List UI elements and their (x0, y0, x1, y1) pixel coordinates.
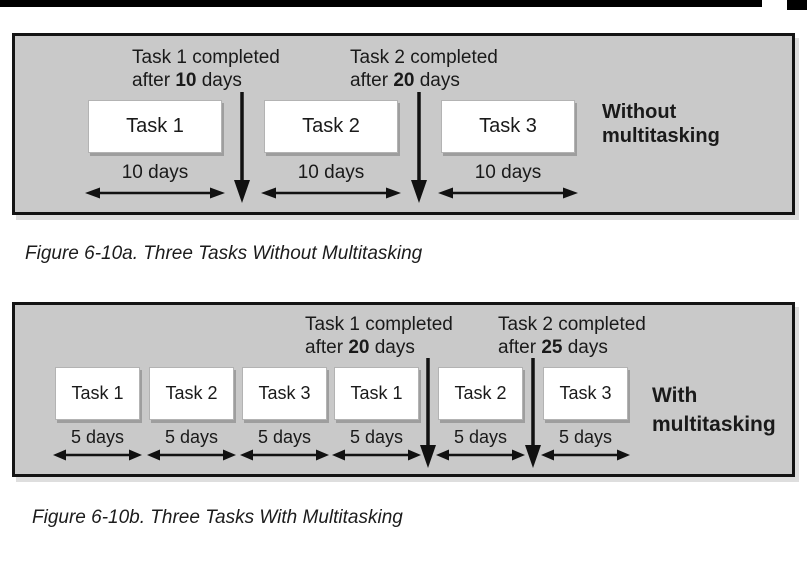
double-arrow-icon (438, 187, 578, 199)
annotation-line1: Task 2 completed (498, 314, 646, 335)
duration-label: 5 days (558, 427, 613, 447)
task-box: Task 3 (543, 367, 628, 420)
side-label-line2: multitasking (652, 413, 776, 436)
task-box: Task 2 (264, 100, 398, 153)
panel-side-label: With multitasking (652, 381, 776, 439)
side-label-line1: With (652, 384, 698, 407)
task-label: Task 1 (350, 383, 403, 403)
completion-days-value: 20 (393, 70, 415, 91)
task-label: Task 2 (454, 383, 507, 403)
without-multitasking-panel: Task 1 completed after 10 days Task 2 co… (12, 33, 795, 215)
task-label: Task 1 (126, 115, 184, 137)
duration-label: 10 days (474, 162, 542, 183)
double-arrow-icon (85, 187, 225, 199)
duration-label: 5 days (453, 427, 508, 447)
side-label-line2: multitasking (602, 125, 720, 147)
double-arrow-icon (261, 187, 401, 199)
task-box: Task 1 (55, 367, 140, 420)
scan-artifact-bar (0, 0, 762, 7)
annotation-line2-pre: after (498, 337, 542, 358)
annotation-line2-post: days (196, 70, 242, 91)
task-label: Task 2 (302, 115, 360, 137)
task-label: Task 3 (559, 383, 612, 403)
annotation-line1: Task 2 completed (350, 47, 498, 68)
double-arrow-icon (541, 449, 630, 461)
double-arrow-icon (240, 449, 329, 461)
annotation-line1: Task 1 completed (132, 47, 280, 68)
figure-caption-b: Figure 6-10b. Three Tasks With Multitask… (32, 507, 403, 528)
annotation-line2-post: days (369, 337, 415, 358)
double-arrow-icon (332, 449, 421, 461)
annotation-line2-pre: after (350, 70, 394, 91)
double-arrow-icon (53, 449, 142, 461)
annotation-line2-post: days (562, 337, 608, 358)
task-box: Task 1 (88, 100, 222, 153)
figure-caption-a: Figure 6-10a. Three Tasks Without Multit… (25, 243, 423, 264)
duration-label: 10 days (297, 162, 365, 183)
annotation-line2-post: days (414, 70, 460, 91)
completion-days-value: 20 (348, 337, 370, 358)
completion-annotation: Task 1 completed after 10 days (132, 46, 280, 92)
duration-label: 5 days (70, 427, 125, 447)
annotation-line1: Task 1 completed (305, 314, 453, 335)
task-box: Task 2 (149, 367, 234, 420)
annotation-line2-pre: after (132, 70, 176, 91)
completion-annotation: Task 1 completed after 20 days (305, 313, 453, 359)
task-label: Task 2 (165, 383, 218, 403)
task-box: Task 1 (334, 367, 419, 420)
down-arrow-icon (420, 358, 436, 468)
task-box: Task 3 (242, 367, 327, 420)
completion-days-value: 25 (541, 337, 563, 358)
annotation-line2-pre: after (305, 337, 349, 358)
down-arrow-icon (234, 92, 250, 203)
task-label: Task 1 (71, 383, 124, 403)
down-arrow-icon (411, 92, 427, 203)
with-multitasking-panel: Task 1 completed after 20 days Task 2 co… (12, 302, 795, 477)
duration-label: 5 days (349, 427, 404, 447)
completion-days-value: 10 (175, 70, 197, 91)
duration-label: 5 days (164, 427, 219, 447)
down-arrow-icon (525, 358, 541, 468)
panel-side-label: Without multitasking (602, 100, 720, 148)
task-box: Task 2 (438, 367, 523, 420)
double-arrow-icon (147, 449, 236, 461)
double-arrow-icon (436, 449, 525, 461)
scan-artifact-mark (787, 0, 807, 10)
duration-label: 5 days (257, 427, 312, 447)
task-label: Task 3 (479, 115, 537, 137)
side-label-line1: Without (602, 101, 677, 123)
completion-annotation: Task 2 completed after 20 days (350, 46, 498, 92)
task-label: Task 3 (258, 383, 311, 403)
completion-annotation: Task 2 completed after 25 days (498, 313, 646, 359)
task-box: Task 3 (441, 100, 575, 153)
duration-label: 10 days (121, 162, 189, 183)
